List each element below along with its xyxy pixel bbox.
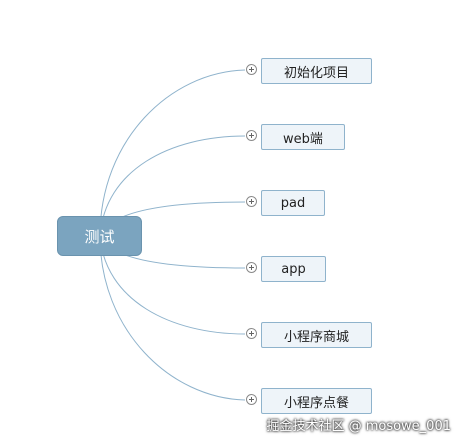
child-topic-3[interactable]: pad — [261, 190, 325, 216]
child-topic-label: pad — [280, 195, 306, 211]
root-topic[interactable]: 测试 — [57, 216, 142, 256]
connector-2 — [99, 135, 246, 237]
connector-5 — [99, 235, 246, 335]
child-topic-label: 初始化项目 — [283, 65, 349, 81]
child-topic-6[interactable]: 小程序点餐 — [261, 388, 372, 414]
expand-toggle-icon[interactable] — [246, 130, 257, 141]
child-topic-label: web端 — [283, 131, 323, 147]
child-topic-1[interactable]: 初始化项目 — [261, 58, 372, 84]
connector-6 — [99, 235, 246, 401]
watermark-text: 掘金技术社区 @ mosowe_001 — [266, 419, 451, 434]
expand-toggle-icon[interactable] — [246, 328, 257, 339]
expand-toggle-icon[interactable] — [246, 64, 257, 75]
expand-toggle-icon[interactable] — [246, 394, 257, 405]
child-topic-2[interactable]: web端 — [261, 124, 345, 150]
child-topic-label: 小程序点餐 — [283, 395, 349, 411]
expand-toggle-icon[interactable] — [246, 196, 257, 207]
expand-toggle-icon[interactable] — [246, 262, 257, 273]
child-topic-5[interactable]: 小程序商城 — [261, 322, 372, 348]
child-topic-label: app — [281, 261, 306, 277]
root-topic-label: 测试 — [84, 227, 115, 246]
child-topic-4[interactable]: app — [261, 256, 326, 282]
connector-1 — [99, 69, 246, 237]
child-topic-label: 小程序商城 — [283, 329, 349, 345]
